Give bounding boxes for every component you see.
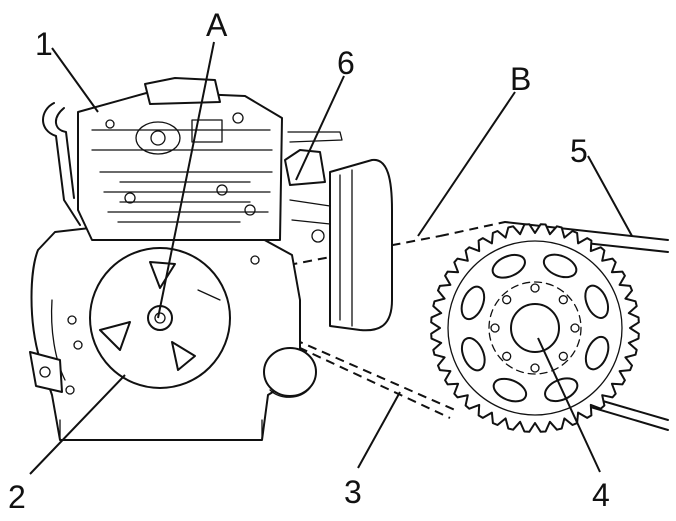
sprocket-bolt-hole [490, 323, 500, 333]
sprocket-cutout [491, 253, 526, 279]
callout-labels: 1 A 6 B 5 2 3 4 [8, 7, 610, 515]
engine-drive-pulley [89, 247, 231, 389]
sprocket-bolt-hole [530, 283, 540, 293]
sprocket-cutout [584, 335, 610, 371]
sprocket-cutout [492, 377, 528, 403]
callout-B: B [510, 61, 531, 97]
callout-5: 5 [570, 133, 588, 169]
sprocket-bolt-hole [530, 363, 540, 373]
callout-2: 2 [8, 479, 26, 515]
leader-lines [29, 41, 633, 475]
sprocket-bolt-hole [558, 295, 568, 305]
callout-3: 3 [344, 474, 362, 510]
sprocket-cutout [584, 284, 610, 319]
chain-guard-cover [284, 131, 393, 332]
sprocket-bolt-hole [558, 351, 568, 361]
rear-sprocket [430, 223, 640, 433]
sprocket-cutout [460, 285, 486, 321]
lifting-hook [42, 102, 81, 226]
sprocket-bolt-hole [570, 323, 580, 333]
sprocket-bolt-hole [502, 295, 512, 305]
callout-4: 4 [592, 477, 610, 513]
callout-1: 1 [35, 26, 53, 62]
sprocket-cutout [542, 253, 578, 279]
callout-A: A [206, 7, 228, 43]
sprocket-cutout [460, 337, 486, 372]
callout-6: 6 [337, 45, 355, 81]
cylinder-head [77, 77, 283, 241]
sprocket-bolt-hole [502, 351, 512, 361]
